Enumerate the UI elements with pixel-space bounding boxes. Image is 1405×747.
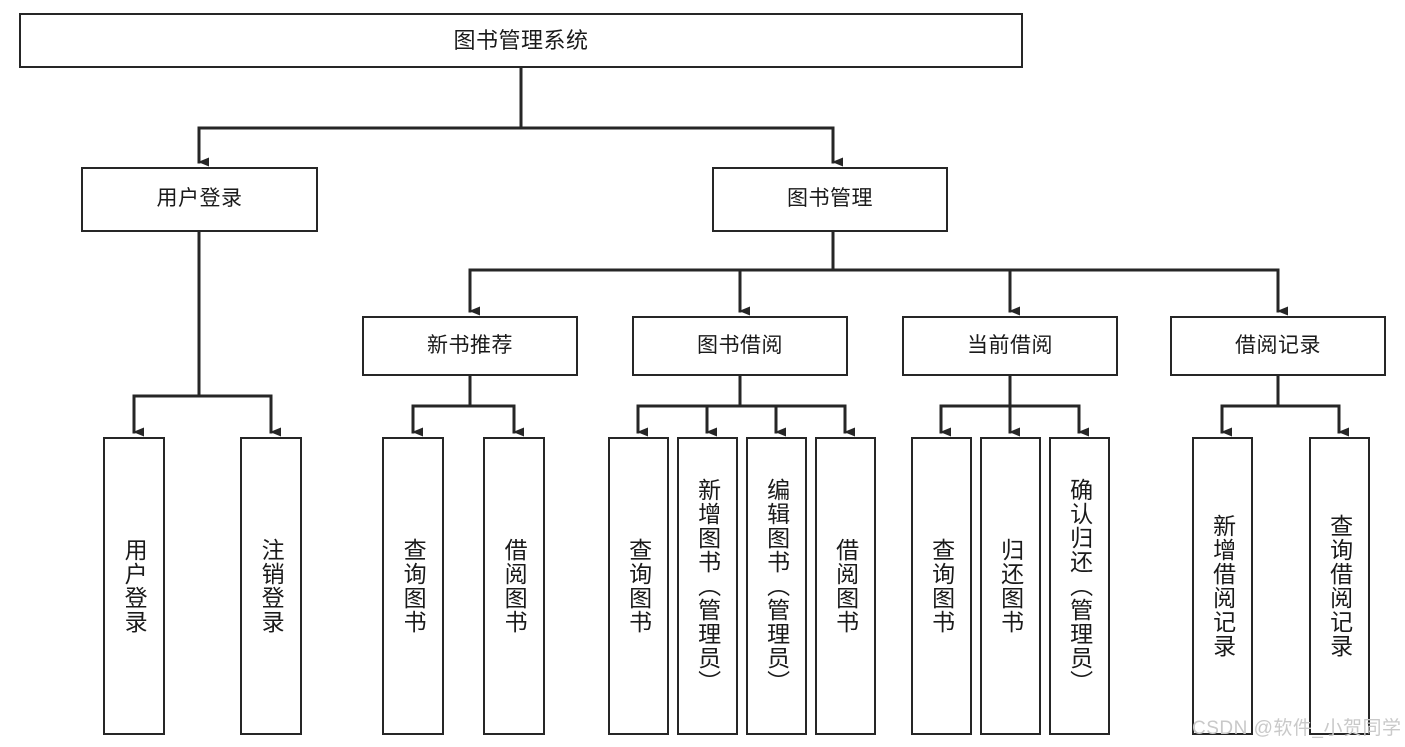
node-new-book-recommend[interactable]: 新书推荐 (362, 316, 578, 376)
node-label: 图书借阅 (697, 333, 783, 357)
node-label: 查询图书 (625, 538, 652, 634)
leaf-current-borrow-confirm-return-admin[interactable]: 确认归还（管理员） (1049, 437, 1110, 735)
node-label: 借阅图书 (501, 538, 528, 634)
node-label: 查询借阅记录 (1326, 514, 1353, 658)
node-label: 图书管理系统 (453, 27, 589, 53)
leaf-user-login-logout[interactable]: 注销登录 (240, 437, 302, 735)
node-book-management[interactable]: 图书管理 (712, 167, 948, 232)
node-label: 确认归还（管理员） (1066, 478, 1093, 694)
node-user-login[interactable]: 用户登录 (81, 167, 318, 232)
node-label: 新增借阅记录 (1209, 514, 1236, 658)
node-root-book-management-system[interactable]: 图书管理系统 (19, 13, 1023, 68)
leaf-book-borrow-edit-book-admin[interactable]: 编辑图书（管理员） (746, 437, 807, 735)
node-borrow-record[interactable]: 借阅记录 (1170, 316, 1386, 376)
node-label: 借阅记录 (1235, 333, 1321, 357)
node-label: 编辑图书（管理员） (763, 478, 790, 694)
leaf-user-login-login[interactable]: 用户登录 (103, 437, 165, 735)
leaf-borrow-record-query-record[interactable]: 查询借阅记录 (1309, 437, 1370, 735)
node-label: 借阅图书 (832, 538, 859, 634)
node-label: 用户登录 (121, 538, 148, 634)
leaf-current-borrow-return-book[interactable]: 归还图书 (980, 437, 1041, 735)
node-label: 当前借阅 (967, 333, 1053, 357)
csdn-watermark: CSDN @软件_小贺同学 (1192, 718, 1402, 739)
leaf-current-borrow-query-book[interactable]: 查询图书 (911, 437, 972, 735)
leaf-book-borrow-add-book-admin[interactable]: 新增图书（管理员） (677, 437, 738, 735)
node-label: 注销登录 (258, 538, 285, 634)
leaf-book-borrow-borrow-book[interactable]: 借阅图书 (815, 437, 876, 735)
node-label: 查询图书 (928, 538, 955, 634)
node-label: 查询图书 (400, 538, 427, 634)
node-label: 图书管理 (787, 187, 873, 211)
leaf-book-borrow-query-book[interactable]: 查询图书 (608, 437, 669, 735)
leaf-new-book-borrow-book[interactable]: 借阅图书 (483, 437, 545, 735)
node-book-borrow[interactable]: 图书借阅 (632, 316, 848, 376)
node-label: 用户登录 (156, 187, 243, 211)
node-label: 归还图书 (997, 538, 1024, 634)
node-current-borrow[interactable]: 当前借阅 (902, 316, 1118, 376)
node-label: 新增图书（管理员） (694, 478, 721, 694)
node-label: 新书推荐 (427, 333, 513, 357)
leaf-borrow-record-add-record[interactable]: 新增借阅记录 (1192, 437, 1253, 735)
leaf-new-book-query-book[interactable]: 查询图书 (382, 437, 444, 735)
